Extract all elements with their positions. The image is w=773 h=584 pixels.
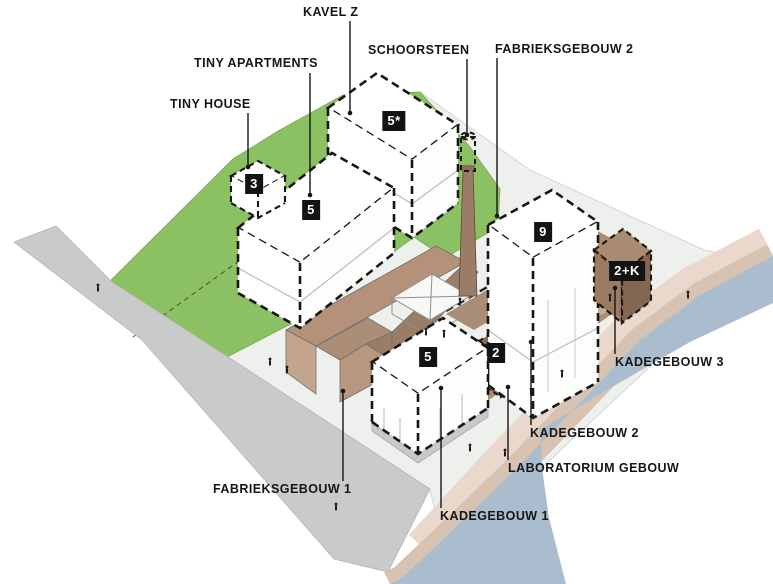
badge-fabrieksgebouw-2-floors: 9 [534,222,552,242]
badge-kadegebouw-1-floors: 5 [419,347,437,367]
label-fabrieksgebouw-1: FABRIEKSGEBOUW 1 [213,482,352,496]
leader-kadegebouw-3 [612,285,618,354]
building-tower-9 [485,188,601,420]
label-fabrieksgebouw-2: FABRIEKSGEBOUW 2 [495,42,634,56]
badge-kadegebouw-3-floors: 2+K [609,261,645,281]
badge-tiny-apartments-floors: 5 [302,200,320,220]
leader-kadegebouw-2 [528,339,534,425]
leader-tiny-apartments [307,73,313,198]
people-figures [96,283,690,511]
badge-kavel-z-floors: 5* [382,111,406,131]
label-kadegebouw-2: KADEGEBOUW 2 [530,426,639,440]
leader-lines [245,21,618,508]
label-kadegebouw-3: KADEGEBOUW 3 [615,355,724,369]
leader-fabrieksgebouw-1 [340,388,346,481]
water [390,256,773,584]
label-kavel-z: KAVEL Z [303,5,359,19]
label-schoorsteen: SCHOORSTEEN [368,43,470,57]
road [13,225,431,573]
label-tiny-apartments: TINY APARTMENTS [194,56,318,70]
chimney [458,131,478,297]
badge-laboratorium-floors: 2 [487,343,505,363]
leader-laboratorium [505,384,511,460]
label-laboratorium-gebouw: LABORATORIUM GEBOUW [508,461,680,475]
leader-kadegebouw-1 [438,385,444,508]
leader-fabrieksgebouw-2 [494,58,500,219]
leader-kavel-z [347,21,353,116]
leader-tiny-house [245,113,251,170]
badge-tiny-house-floors: 3 [245,174,263,194]
label-kadegebouw-1: KADEGEBOUW 1 [440,509,549,523]
leader-schoorsteen [464,59,470,138]
label-tiny-house: TINY HOUSE [170,97,251,111]
chimney-extension-dashed [460,131,476,172]
